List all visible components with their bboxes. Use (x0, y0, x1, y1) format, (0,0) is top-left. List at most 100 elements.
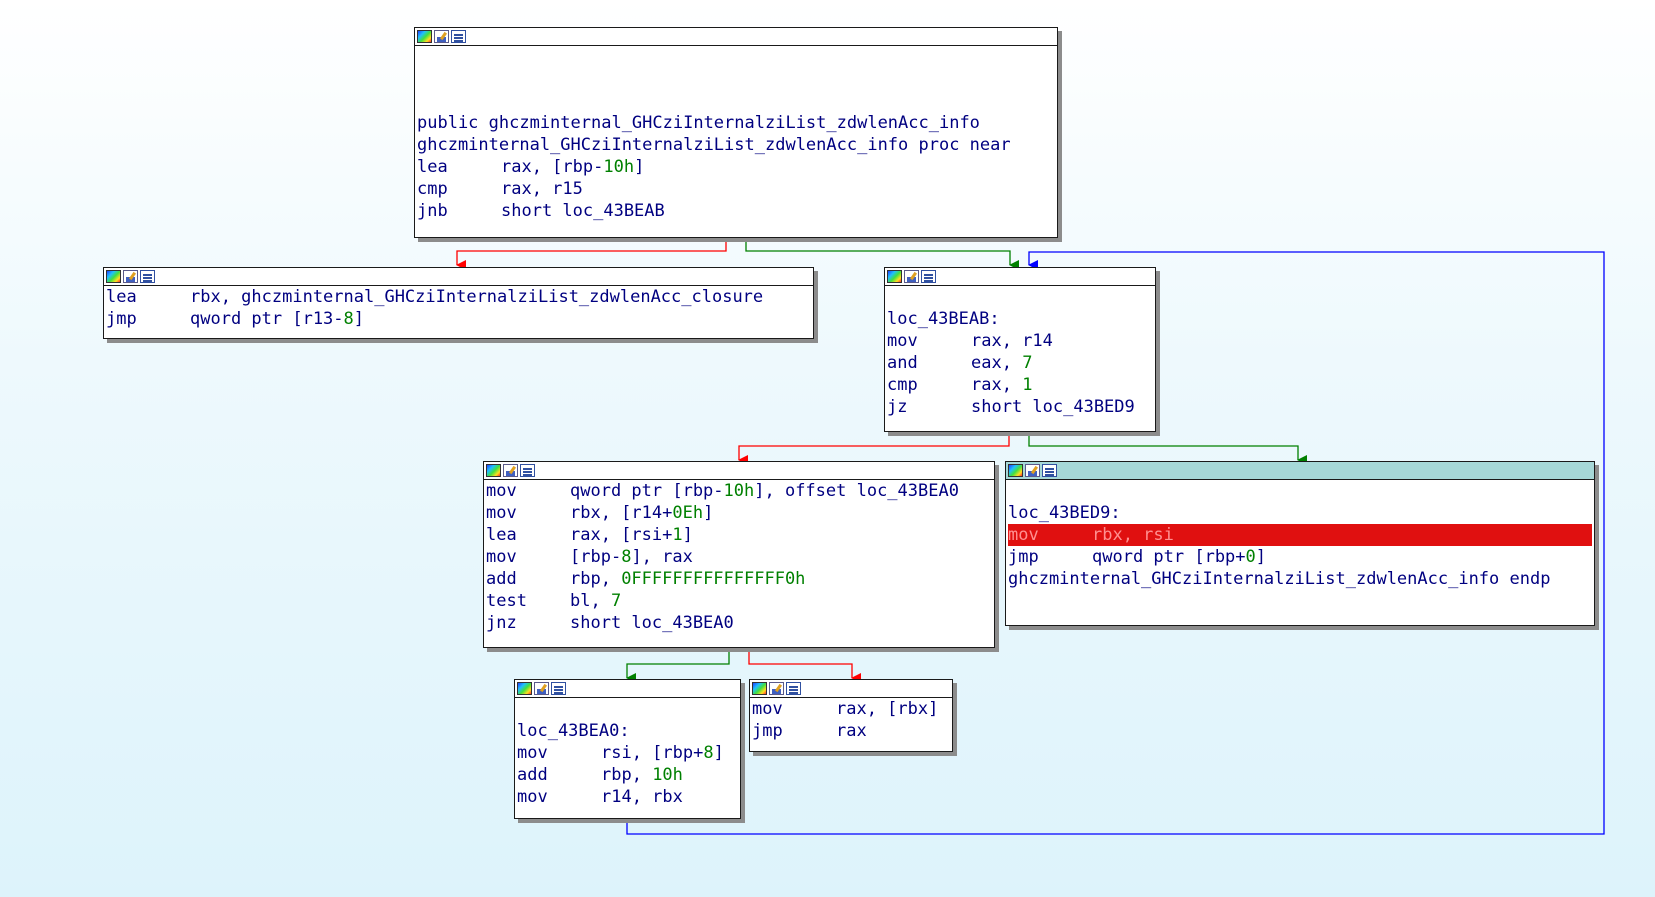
proc-declaration[interactable]: ghczminternal_GHCziInternalziList_zdwlen… (417, 135, 1011, 155)
graph-view-icon[interactable] (451, 30, 466, 43)
operand: rbp, (601, 765, 653, 785)
mnemonic: mov (486, 481, 517, 501)
block-titlebar (484, 462, 994, 480)
insn-line[interactable]: lea rbx, ghczminternal_GHCziInternalziLis… (106, 286, 811, 308)
blank-line (887, 286, 1153, 308)
edge-true-b3-b5 (626, 648, 730, 683)
immediate: 8 (343, 309, 354, 329)
edit-color-icon[interactable] (434, 30, 449, 43)
graph-view-icon[interactable] (786, 682, 801, 695)
operand-tail: ] (634, 157, 645, 177)
color-palette-icon[interactable] (1008, 464, 1023, 477)
mnemonic: add (517, 765, 548, 785)
color-palette-icon[interactable] (417, 30, 432, 43)
mnemonic: lea (106, 287, 137, 307)
graph-view-icon[interactable] (520, 464, 535, 477)
mnemonic: jmp (752, 721, 783, 741)
operand: rsi, [rbp+ (601, 743, 704, 763)
operand-tail: ] (713, 743, 724, 763)
endp-declaration[interactable]: ghczminternal_GHCziInternalziList_zdwlen… (1008, 569, 1551, 589)
color-palette-icon[interactable] (486, 464, 501, 477)
operand: r14, rbx (601, 787, 683, 807)
edit-color-icon[interactable] (534, 682, 549, 695)
mnemonic: mov (486, 547, 517, 567)
immediate: 10h (603, 157, 635, 177)
edge-false-b3-b6 (748, 648, 861, 683)
insn-line[interactable]: and eax, 7 (887, 352, 1153, 374)
edge-true-b0-b2 (745, 237, 1019, 270)
graph-view-icon[interactable] (551, 682, 566, 695)
edit-color-icon[interactable] (123, 270, 138, 283)
insn-line[interactable]: lea rax, [rbp-10h] (417, 156, 1055, 178)
block-titlebar (104, 268, 813, 286)
insn-line[interactable]: mov[rbp-8], rax (486, 546, 992, 568)
mnemonic: jmp (1008, 547, 1039, 567)
operand-tail: ], offset loc_43BEA0 (754, 481, 959, 501)
graph-view-icon[interactable] (921, 270, 936, 283)
block-label[interactable]: loc_43BEAB: (887, 309, 1000, 329)
color-palette-icon[interactable] (887, 270, 902, 283)
block-label[interactable]: loc_43BEA0: (517, 721, 630, 741)
blank-line (1008, 480, 1592, 502)
operand: eax, (971, 353, 1023, 373)
edit-color-icon[interactable] (503, 464, 518, 477)
mnemonic: lea (417, 157, 448, 177)
code-block-stack-check-fail[interactable]: lea rbx, ghczminternal_GHCziInternalziLis… (103, 267, 814, 339)
operand: [rbp- (570, 547, 622, 567)
public-declaration[interactable]: public ghczminternal_GHCziInternalziList… (417, 113, 980, 133)
edit-color-icon[interactable] (1025, 464, 1040, 477)
operand: qword ptr [rbp- (570, 481, 724, 501)
immediate: 8 (621, 547, 632, 567)
insn-line[interactable]: jmp qword ptr [r13-8] (106, 308, 811, 330)
operand-tail: ] (682, 525, 693, 545)
mnemonic: and (887, 353, 918, 373)
operand: rbx, ghczminternal_GHCziInternalziList_z… (190, 287, 764, 307)
insn-line[interactable]: mov qword ptr [rbp-10h], offset loc_43BEA… (486, 480, 992, 502)
code-block-push-continuation[interactable]: mov qword ptr [rbp-10h], offset loc_43BEA… (483, 461, 995, 648)
color-palette-icon[interactable] (106, 270, 121, 283)
operand: rax, [rbp- (501, 157, 604, 177)
immediate: 0 (1245, 547, 1256, 567)
operand-tail: ] (353, 309, 365, 329)
immediate: 1 (1022, 375, 1033, 395)
edit-color-icon[interactable] (904, 270, 919, 283)
color-palette-icon[interactable] (517, 682, 532, 695)
immediate: 0FFFFFFFFFFFFFFF0h (621, 569, 806, 589)
operand: qword ptr [r13- (190, 309, 344, 329)
immediate: 10h (723, 481, 755, 501)
color-palette-icon[interactable] (752, 682, 767, 695)
block-label[interactable]: loc_43BED9: (1008, 503, 1121, 523)
graph-view-icon[interactable] (140, 270, 155, 283)
edit-color-icon[interactable] (769, 682, 784, 695)
code-block-entry[interactable]: public ghczminternal_GHCziInternalziList… (414, 27, 1058, 238)
block-titlebar (415, 28, 1057, 46)
graph-view-icon[interactable] (1042, 464, 1057, 477)
immediate: 7 (1022, 353, 1033, 373)
mnemonic: mov (486, 503, 517, 523)
mnemonic: jmp (106, 309, 137, 329)
operand: rax, [rbx] (836, 699, 939, 719)
operand: rax, [rsi+ (570, 525, 673, 545)
